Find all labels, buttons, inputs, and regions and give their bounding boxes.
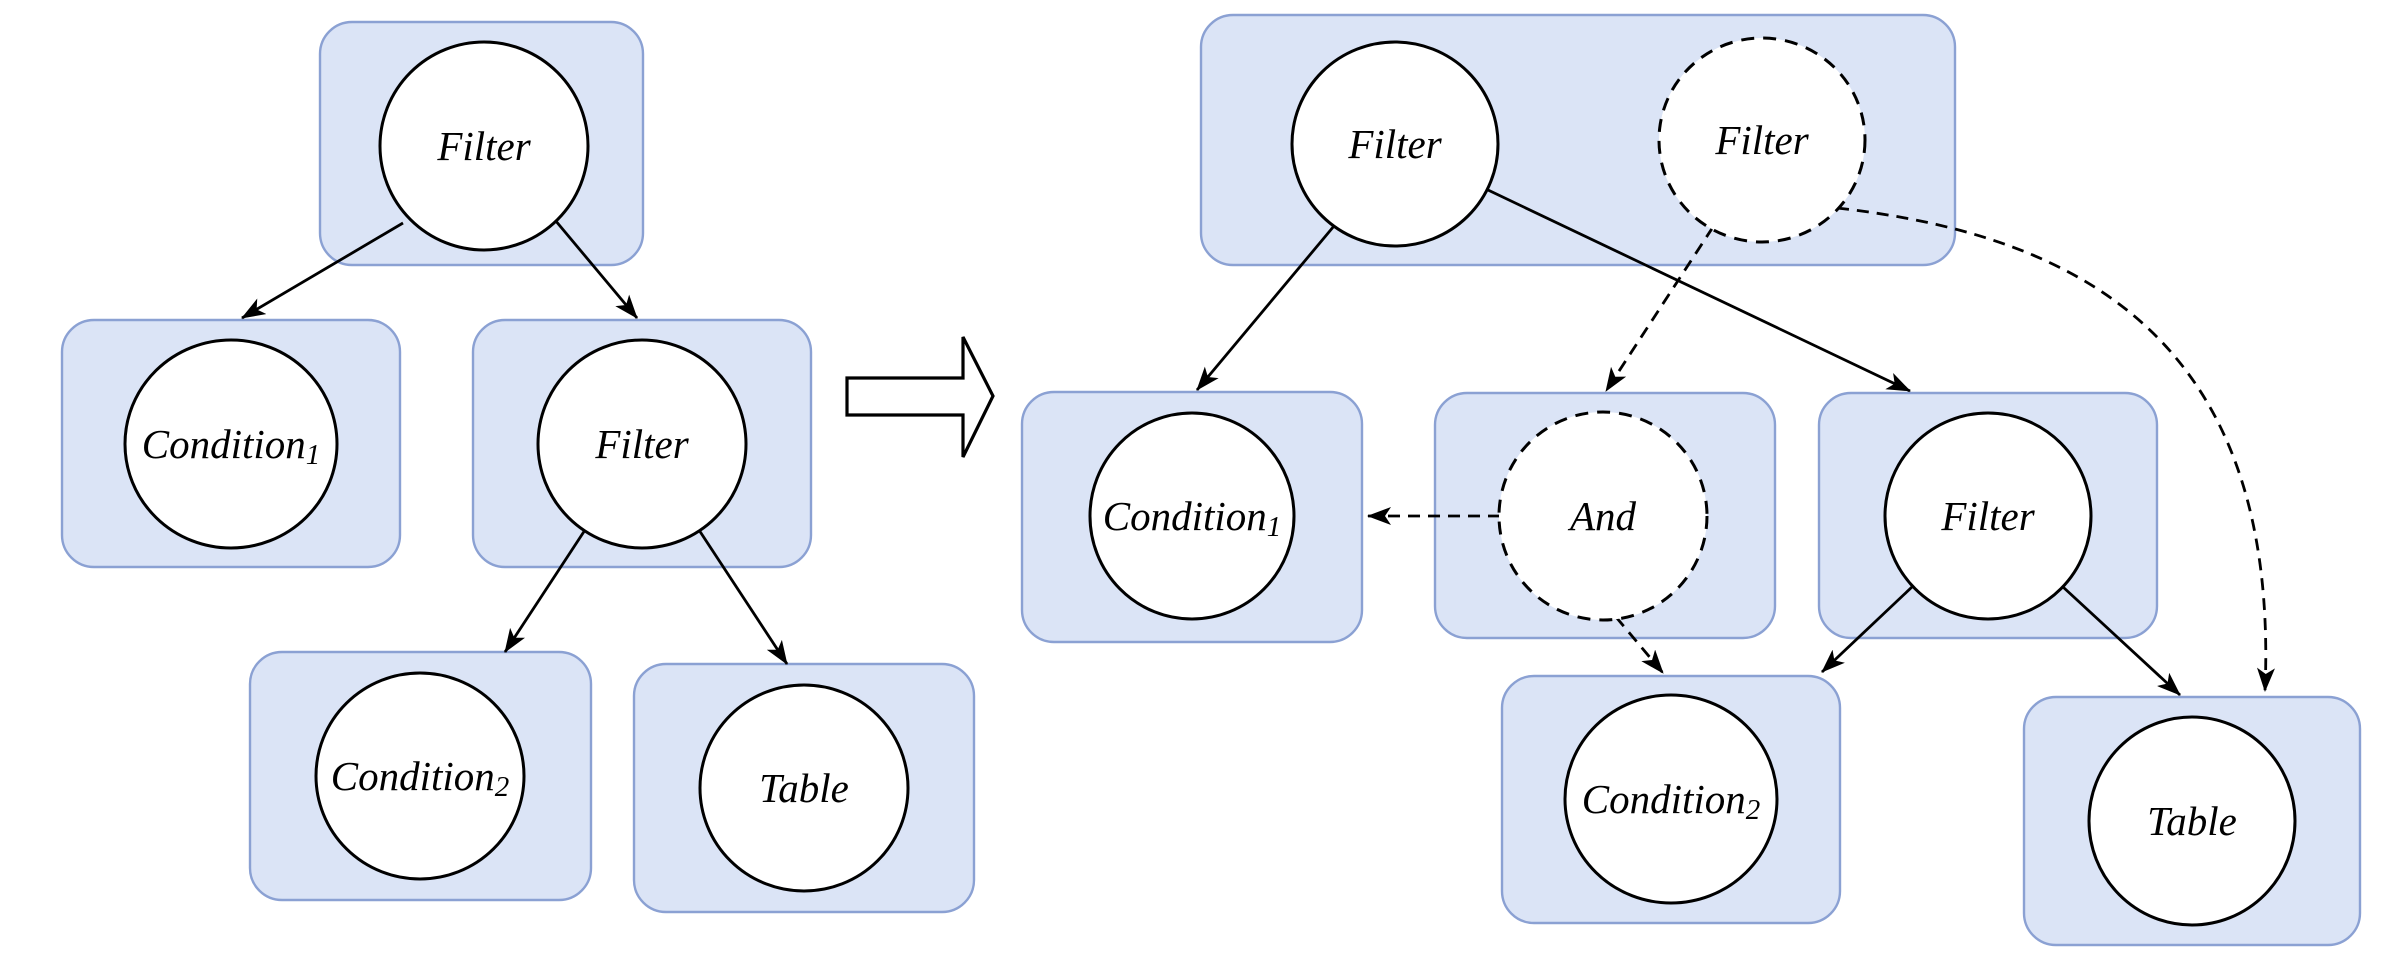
left-root-filter-node (378, 40, 590, 252)
right-edge-filtersolid-to-condition1 (1195, 225, 1336, 391)
right-edge-filterdashed-to-and (1604, 226, 1715, 392)
left-condition2-node (314, 671, 526, 881)
left-edge-filter-to-table (697, 529, 789, 665)
right-condition1-label: Condition1 (1103, 493, 1282, 543)
left-condition1-label: Condition1 (142, 421, 321, 471)
right-tree: Filter Filter Condition1 And Filter Cond… (1020, 13, 2362, 947)
right-and-node (1497, 410, 1709, 622)
right-filter-solid-node (1290, 40, 1500, 248)
left-table-node (698, 683, 910, 893)
left-edge-root-to-filter (553, 219, 639, 319)
transform-arrow-icon (845, 336, 995, 458)
right-filter-dashed-node (1657, 36, 1867, 244)
right-condition2-node (1563, 693, 1779, 905)
right-condition2-label: Condition2 (1582, 776, 1761, 826)
right-filter-label: Filter (1940, 493, 2035, 539)
right-table-label: Table (2147, 798, 2237, 844)
left-tree: Filter Condition1 Filter Condition2 Tabl… (60, 20, 976, 914)
right-edge-filtersolid-to-filter (1487, 188, 1911, 393)
right-table-node (2087, 715, 2297, 927)
left-root-filter-label: Filter (436, 123, 531, 169)
left-edge-filter-to-condition2 (503, 529, 587, 653)
left-filter-label: Filter (594, 421, 689, 467)
right-filter-node (1883, 411, 2093, 621)
left-condition2-label: Condition2 (331, 753, 510, 803)
right-filter-solid-label: Filter (1347, 121, 1442, 167)
right-edge-filter-to-condition2 (1821, 584, 1914, 674)
left-condition1-node (123, 338, 339, 550)
left-table-label: Table (759, 765, 849, 811)
left-edge-root-to-condition1 (241, 221, 404, 320)
right-and-label: And (1567, 493, 1637, 539)
left-filter-node (536, 338, 748, 550)
right-condition1-node (1088, 411, 1296, 621)
right-edge-and-to-condition2 (1614, 616, 1665, 674)
right-edge-filterdashed-to-table (1836, 206, 2275, 692)
right-edge-filter-to-table (2062, 585, 2181, 697)
right-filter-dashed-label: Filter (1714, 117, 1809, 163)
